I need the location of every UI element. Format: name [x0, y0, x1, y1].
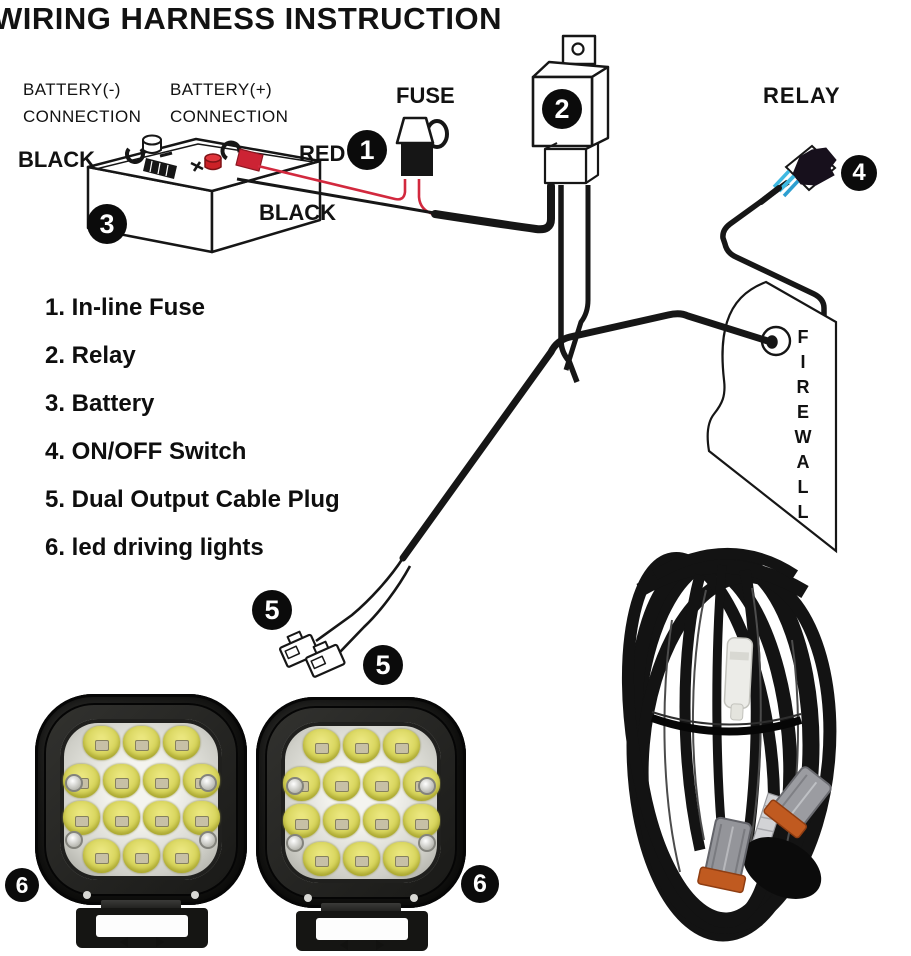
main-harness-wire [399, 310, 775, 562]
battery-positive-label: BATTERY(+) CONNECTION [170, 80, 289, 126]
photo-connector-right [763, 766, 832, 839]
led-lens-cell [342, 728, 380, 763]
led-lens-cell [142, 763, 180, 798]
black-wire-battery [236, 177, 441, 216]
legend-item-4: 4. ON/OFF Switch [45, 438, 247, 465]
zip-tie [650, 714, 803, 736]
reflector-dot [65, 831, 83, 849]
positive-ring-terminal [220, 140, 242, 162]
led-lens-cell [62, 801, 100, 836]
positive-connector-red [235, 148, 264, 172]
led-lens-cell [382, 842, 420, 877]
switch-plug-drawing [758, 144, 837, 205]
led-lens-cell [362, 766, 400, 801]
switch-wire [720, 179, 827, 319]
led-light-left [35, 694, 247, 905]
marker-plug-left: 5 [252, 590, 292, 630]
marker-plug-right: 5 [363, 645, 403, 685]
bracket-hole [96, 915, 188, 937]
output-wire-right [339, 565, 412, 653]
negative-ring-terminal [125, 144, 145, 164]
legend-item-2: 2. Relay [45, 342, 136, 369]
marker-fuse: 1 [347, 130, 387, 170]
led-lens-cell [82, 725, 120, 760]
led-lens-cell [282, 804, 320, 839]
fuse-drawing [395, 116, 449, 176]
led-lens-cell [82, 839, 120, 874]
light-lens [60, 719, 222, 880]
led-lens-cell [142, 801, 180, 836]
led-lens-cell [102, 801, 140, 836]
mount-bracket-left [76, 908, 208, 948]
led-lens-cell [342, 842, 380, 877]
led-lens-cell [122, 839, 160, 874]
led-lens-cell [362, 804, 400, 839]
harness-photo [621, 548, 837, 942]
mount-bolt [410, 894, 418, 902]
bracket-hole [316, 918, 408, 940]
led-light-right [256, 697, 466, 908]
marker-light-left: 6 [5, 868, 39, 902]
led-lens-cell [102, 763, 140, 798]
led-lens-cell [122, 725, 160, 760]
red-wire-battery-to-fuse [257, 164, 407, 201]
marker-battery: 3 [87, 204, 127, 244]
fuse-label: FUSE [396, 83, 455, 108]
battery-positive-post [204, 153, 222, 163]
led-lens-cell [322, 804, 360, 839]
mount-bolt [191, 891, 199, 899]
mount-bolt [304, 894, 312, 902]
wire-red-label: RED [299, 141, 346, 166]
mount-bracket-right [296, 911, 428, 951]
marker-light-right: 6 [461, 865, 499, 903]
light-lens [281, 722, 441, 883]
reflector-dot [418, 777, 436, 795]
reflector-dot [65, 774, 83, 792]
marker-switch: 4 [841, 155, 877, 191]
led-lens-cell [162, 725, 200, 760]
reflector-dot [286, 777, 304, 795]
led-lens-cell [402, 804, 440, 839]
marker-relay: 2 [542, 89, 582, 129]
wire-black-main-label: BLACK [259, 200, 336, 225]
led-lens-cell [302, 842, 340, 877]
reflector-dot [418, 834, 436, 852]
plug-right-drawing [305, 640, 346, 678]
output-wire-left [315, 557, 405, 643]
led-lens-cell [382, 728, 420, 763]
legend-item-1: 1. In-line Fuse [45, 294, 206, 321]
photo-connector-left [697, 816, 752, 894]
photo-black-boot [742, 837, 822, 899]
plug-left-drawing [279, 630, 320, 668]
mount-bolt [83, 891, 91, 899]
relay-label: RELAY [763, 83, 841, 108]
reflector-dot [199, 831, 217, 849]
page-title: WIRING HARNESS INSTRUCTION [0, 1, 502, 36]
legend-item-5: 5. Dual Output Cable Plug [45, 486, 340, 513]
legend-item-3: 3. Battery [45, 390, 155, 417]
reflector-dot [199, 774, 217, 792]
led-lens-cell [162, 839, 200, 874]
firewall-label: FIREWALL [793, 327, 813, 527]
led-lens-cell [182, 801, 220, 836]
photo-fuse-holder [723, 637, 754, 721]
black-wire-to-relay [431, 182, 555, 234]
relay-output-wire-right [563, 185, 591, 371]
legend-item-6: 6. led driving lights [45, 534, 264, 561]
led-lens-cell [302, 728, 340, 763]
legend-list: 1. In-line Fuse 2. Relay 3. Battery 4. O… [45, 284, 340, 572]
battery-negative-label: BATTERY(-) CONNECTION [23, 80, 142, 126]
reflector-dot [286, 834, 304, 852]
firewall-panel [706, 280, 838, 554]
led-lens-cell [322, 766, 360, 801]
wire-black-battery-label: BLACK [18, 147, 95, 172]
